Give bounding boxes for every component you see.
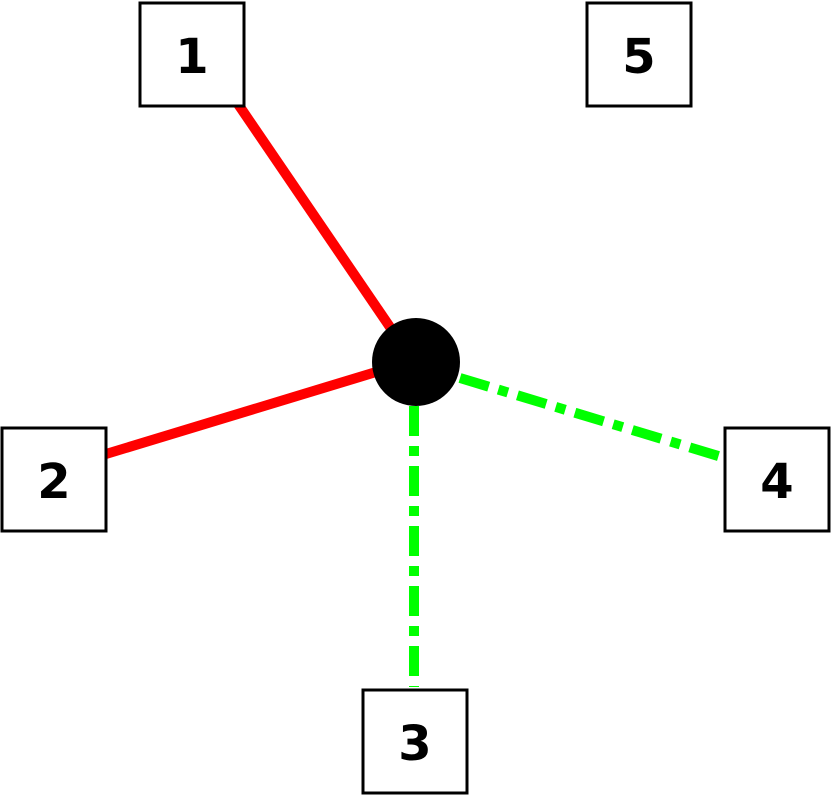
node-1-box — [138, 1, 246, 108]
node-5-box — [585, 1, 693, 108]
node-3: 3 — [361, 688, 469, 795]
node-4-box — [723, 426, 831, 533]
node-3-box — [361, 688, 469, 795]
node-3-label: 3 — [398, 716, 431, 772]
node-1: 1 — [138, 1, 246, 108]
edge-hub-to-node-2 — [104, 367, 378, 459]
node-1-label: 1 — [175, 29, 208, 85]
node-5: 5 — [585, 1, 693, 108]
edge-hub-to-node-4 — [458, 373, 727, 463]
node-2: 2 — [0, 426, 108, 533]
edge-hub-to-node-1 — [233, 101, 399, 336]
edges — [104, 101, 727, 687]
node-4: 4 — [723, 426, 831, 533]
hub-node — [372, 318, 460, 406]
node-2-box — [0, 426, 108, 533]
node-2-label: 2 — [37, 454, 70, 510]
node-5-label: 5 — [622, 29, 655, 85]
node-4-label: 4 — [760, 454, 793, 510]
